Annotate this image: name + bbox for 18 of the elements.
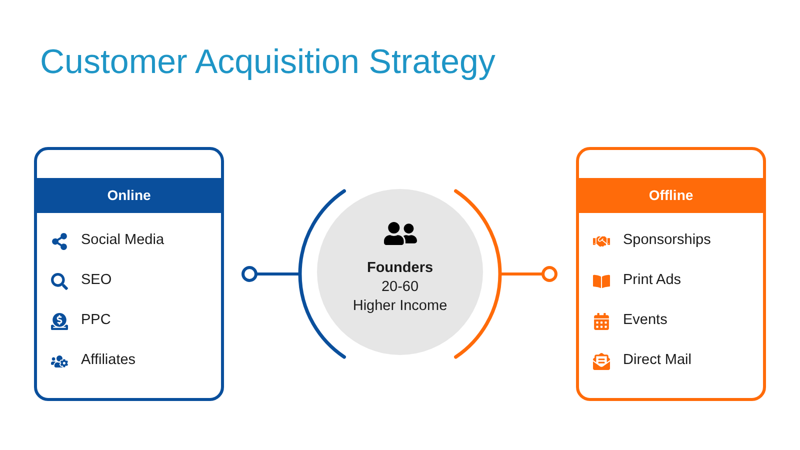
- list-item-text: Social Media: [81, 231, 164, 250]
- list-item-text: SEO: [81, 271, 112, 290]
- list-item-text: Print Ads: [623, 271, 682, 290]
- card-header: Online: [37, 178, 221, 213]
- hub-detail-text: 20-60: [381, 278, 419, 297]
- list-card: [576, 147, 766, 401]
- list-item-text: Direct Mail: [623, 351, 692, 370]
- connector-line: [242, 266, 300, 282]
- hub-heading: Founders: [366, 259, 434, 278]
- list-item-text: Sponsorships: [623, 231, 711, 250]
- connector-line: [500, 266, 558, 282]
- list-item-text: Events: [623, 311, 668, 330]
- list-card: [34, 147, 224, 401]
- hub-detail-text: Higher Income: [352, 297, 448, 316]
- list-item-text: Affiliates: [81, 351, 136, 370]
- card-header: Offline: [579, 178, 763, 213]
- page-title: Customer Acquisition Strategy: [40, 42, 496, 83]
- list-item-text: PPC: [81, 311, 111, 330]
